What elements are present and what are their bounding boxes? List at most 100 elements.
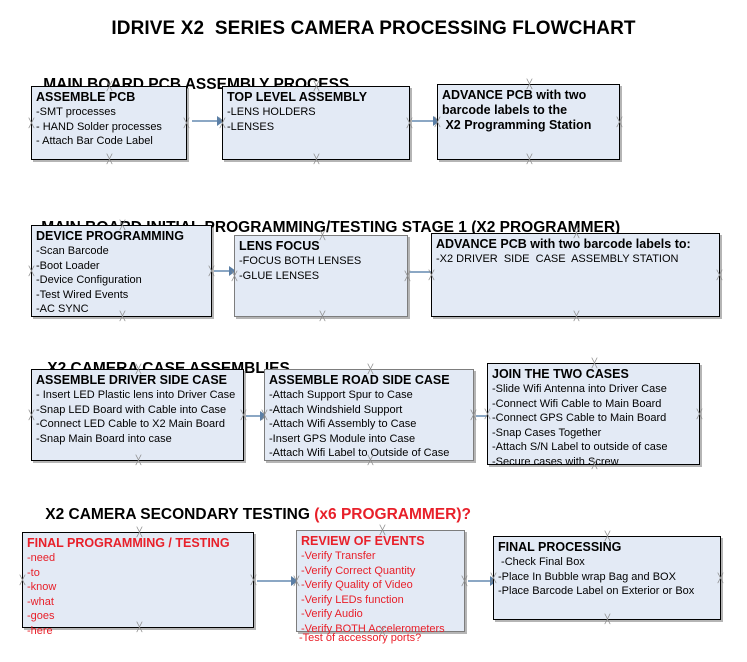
box-line: barcode labels to the	[442, 103, 568, 117]
resize-handle-top[interactable]	[367, 366, 374, 373]
box-line: -Verify LEDs function	[301, 593, 404, 606]
connector-shaft	[468, 580, 491, 582]
box-line: -LENS HOLDERS	[227, 106, 316, 118]
box-title: ADVANCE PCB with two	[442, 88, 587, 102]
box-line: -Snap Cases Together	[492, 426, 602, 439]
box-title: ADVANCE PCB with two barcode labels to:	[436, 237, 691, 251]
box-line: -Attach S/N Label to outside of case	[492, 441, 668, 453]
box-line: -FOCUS BOTH LENSES	[239, 255, 362, 267]
box-line: -Insert GPS Module into Case	[269, 432, 416, 445]
box-line: -Scan Barcode	[36, 245, 109, 257]
box-line: -Verify Quality of Video	[301, 579, 413, 591]
box-title: ASSEMBLE PCB	[36, 90, 136, 104]
connector-shaft	[214, 270, 230, 272]
resize-handle-bottom[interactable]	[106, 156, 113, 163]
resize-handle-right[interactable]	[183, 120, 190, 127]
box-line: -Attach Windshield Support	[269, 403, 403, 416]
process-box-device-programming[interactable]: DEVICE PROGRAMMING -Scan Barcode -Boot L…	[31, 225, 212, 317]
process-box-assemble-road-side-case[interactable]: ASSEMBLE ROAD SIDE CASE -Attach Support …	[264, 369, 474, 461]
resize-handle-right[interactable]	[616, 119, 623, 126]
connector-shaft	[410, 271, 432, 273]
resize-handle-bottom[interactable]	[573, 313, 580, 320]
box-line: -Secure cases with Screw	[492, 455, 619, 468]
connector-arrow-1-2	[412, 116, 440, 126]
box-line: -Attach Support Spur to Case	[269, 389, 413, 401]
arrowhead-icon	[217, 116, 224, 126]
section-heading-4: X2 CAMERA SECONDARY TESTING (x6 PROGRAMM…	[28, 488, 471, 542]
box-line: -Boot Loader	[36, 259, 100, 272]
box-line: -Connect GPS Cable to Main Board	[492, 412, 667, 424]
box-line: -to	[27, 566, 40, 579]
resize-handle-right[interactable]	[696, 411, 703, 418]
process-box-advance-pcb-station[interactable]: ADVANCE PCB with two barcode labels to t…	[437, 84, 620, 160]
connector-shaft	[192, 120, 218, 122]
process-box-final-programming-testing[interactable]: FINAL PROGRAMMING / TESTING -need -to -k…	[19, 532, 257, 637]
arrowhead-icon	[433, 116, 440, 126]
box-title: ASSEMBLE DRIVER SIDE CASE	[36, 373, 228, 387]
box-line: -Connect LED Cable to X2 Main Board	[36, 418, 225, 430]
box-line: -Check Final Box	[498, 556, 585, 568]
box-line: -Slide Wifi Antenna into Driver Case	[492, 383, 667, 395]
box-line: -Verify Audio	[301, 608, 363, 620]
resize-handle-bottom[interactable]	[319, 313, 326, 320]
process-box-final-processing[interactable]: FINAL PROCESSING -Check Final Box -Place…	[493, 536, 721, 620]
box-line: -Verify BOTH Accelerometers	[301, 622, 445, 635]
resize-handle-right[interactable]	[250, 577, 257, 584]
section-heading-4-accent: (x6 PROGRAMMER)?	[314, 506, 471, 523]
process-box-advance-pcb-driver-side[interactable]: ADVANCE PCB with two barcode labels to: …	[431, 233, 720, 317]
resize-handle-right[interactable]	[716, 272, 723, 279]
box-title: FINAL PROGRAMMING / TESTING	[27, 536, 230, 550]
resize-handle-left[interactable]	[28, 120, 35, 127]
resize-handle-right[interactable]	[717, 575, 724, 582]
box-line: -Test Wired Events	[36, 288, 129, 301]
box-line: -Snap LED Board with Cable into Case	[36, 403, 227, 416]
box-line: -what	[27, 595, 54, 608]
resize-handle-bottom[interactable]	[604, 616, 611, 623]
box-title: ASSEMBLE ROAD SIDE CASE	[269, 373, 450, 387]
process-box-lens-focus[interactable]: LENS FOCUS -FOCUS BOTH LENSES -GLUE LENS…	[234, 235, 408, 317]
process-box-top-level-assembly[interactable]: TOP LEVEL ASSEMBLY -LENS HOLDERS -LENSES	[222, 86, 410, 160]
resize-handle-bottom[interactable]	[135, 457, 142, 464]
resize-handle-left[interactable]	[28, 268, 35, 275]
resize-handle-left[interactable]	[28, 412, 35, 419]
box-line: -need	[27, 552, 56, 564]
section-heading-4-text: X2 CAMERA SECONDARY TESTING	[45, 506, 315, 523]
process-box-review-of-events[interactable]: REVIEW OF EVENTS -Verify Transfer -Verif…	[296, 530, 468, 635]
connector-arrow-4-1	[257, 576, 298, 586]
box-line: - HAND Solder processes	[36, 120, 162, 133]
arrowhead-icon	[291, 576, 298, 586]
resize-handle-right[interactable]	[461, 578, 468, 585]
box-line: -Place Barcode Label on Exterior or Box	[498, 585, 695, 597]
arrowhead-icon	[260, 411, 267, 421]
box-line: - Insert LED Plastic lens into Driver Ca…	[36, 389, 236, 401]
resize-handle-bottom[interactable]	[526, 156, 533, 163]
resize-handle-top[interactable]	[591, 360, 598, 367]
box-line: -Verify Correct Quantity	[301, 564, 416, 577]
process-box-assemble-driver-side-case[interactable]: ASSEMBLE DRIVER SIDE CASE - Insert LED P…	[31, 369, 244, 461]
connector-shaft	[412, 120, 434, 122]
connector-arrow-3-1	[246, 411, 267, 421]
box-title: DEVICE PROGRAMMING	[36, 229, 184, 243]
box-line: -goes	[27, 610, 55, 622]
box-line: X2 Programming Station	[442, 118, 592, 132]
box-line: -here	[27, 624, 53, 637]
box-line: -Verify Transfer	[301, 550, 376, 562]
connector-shaft	[476, 415, 489, 417]
box-line: -Attach Wifi Label to Outside of Case	[269, 447, 450, 459]
resize-handle-bottom[interactable]	[313, 156, 320, 163]
box-line: -GLUE LENSES	[239, 269, 320, 282]
box-line: -Snap Main Board into case	[36, 432, 172, 445]
process-box-join-the-two-cases[interactable]: JOIN THE TWO CASES -Slide Wifi Antenna i…	[487, 360, 703, 468]
resize-handle-top[interactable]	[526, 81, 533, 88]
box-line: -SMT processes	[36, 106, 116, 118]
box-line: -AC SYNC	[36, 303, 89, 315]
resize-handle-top[interactable]	[604, 533, 611, 540]
box-line: -Attach Wifi Assembly to Case	[269, 418, 417, 430]
resize-handle-left[interactable]	[19, 577, 26, 584]
process-box-assemble-pcb[interactable]: ASSEMBLE PCB -SMT processes - HAND Solde…	[31, 86, 187, 160]
box-line: -X2 DRIVER SIDE CASE ASSEMBLY STATION	[436, 253, 679, 265]
overflow-text-accessory-ports: -Test of accessory ports?	[299, 632, 422, 644]
box-title: TOP LEVEL ASSEMBLY	[227, 90, 368, 104]
connector-shaft	[257, 580, 292, 582]
